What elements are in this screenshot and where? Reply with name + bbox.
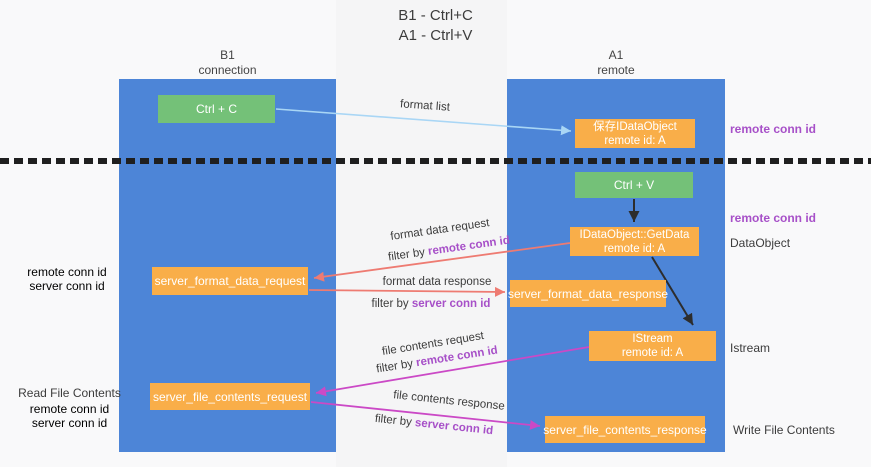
node-server-file-contents-response: server_file_contents_response bbox=[543, 416, 707, 443]
lane-right-subtitle: remote bbox=[597, 63, 635, 77]
node-istream-line1: IStream bbox=[632, 333, 673, 345]
annotation-istream: Istream bbox=[730, 341, 771, 355]
node-save-idataobject-line2: remote id: A bbox=[604, 134, 666, 147]
annotation-remote-conn-id-top-right: remote conn id bbox=[730, 122, 817, 136]
node-getdata-line1: IDataObject::GetData bbox=[579, 228, 690, 241]
node-server-file-contents-request: server_file_contents_request bbox=[150, 383, 310, 410]
node-server-format-data-request: server_format_data_request bbox=[152, 267, 308, 295]
node-ctrl-v: Ctrl + V bbox=[575, 172, 693, 198]
node-ctrl-c: Ctrl + C bbox=[158, 95, 275, 123]
node-idataobject-getdata: IDataObject::GetData remote id: A bbox=[570, 227, 699, 256]
lane-left-subtitle: connection bbox=[198, 63, 257, 77]
annotation-remote-conn-id-mid-right: remote conn id bbox=[730, 211, 817, 225]
annotation-dataobject: DataObject bbox=[730, 236, 791, 250]
node-ctrl-c-label: Ctrl + C bbox=[195, 102, 237, 116]
node-istream-line2: remote id: A bbox=[621, 347, 684, 359]
filter-prefix: filter by bbox=[371, 298, 412, 310]
label-format-data-response: format data response bbox=[382, 276, 492, 288]
diagram-title: B1 - Ctrl+C A1 - Ctrl+V bbox=[0, 6, 871, 46]
node-server-file-contents-response-label: server_file_contents_response bbox=[543, 422, 707, 437]
node-save-idataobject-line1: 保存IDataObject bbox=[593, 120, 677, 133]
dashed-separator bbox=[0, 158, 871, 164]
node-server-format-data-request-label: server_format_data_request bbox=[154, 274, 306, 288]
annotation-server-conn-id-left-bottom: server conn id bbox=[31, 416, 108, 430]
node-getdata-line2: remote id: A bbox=[603, 242, 666, 255]
node-server-file-contents-request-label: server_file_contents_request bbox=[152, 389, 308, 404]
lane-header-left: B1 connection bbox=[119, 48, 336, 78]
annotation-read-file-contents: Read File Contents bbox=[18, 386, 121, 400]
node-ctrl-v-label: Ctrl + V bbox=[613, 178, 655, 192]
node-save-idataobject: 保存IDataObject remote id: A bbox=[575, 119, 695, 148]
annotation-remote-conn-id-left-bottom: remote conn id bbox=[29, 402, 110, 416]
annotation-write-file-contents: Write File Contents bbox=[733, 423, 835, 437]
lane-left-title: B1 bbox=[220, 48, 235, 62]
title-line-1: B1 - Ctrl+C bbox=[398, 7, 473, 24]
label-format-data-response-filter: filter by server conn id bbox=[372, 298, 491, 310]
node-server-format-data-response: server_format_data_response bbox=[507, 280, 669, 307]
lane-right-title: A1 bbox=[608, 48, 624, 62]
annotation-server-conn-id-left-top: server conn id bbox=[29, 279, 105, 293]
annotation-left-conn-ids-bottom: remote conn id server conn id bbox=[12, 402, 127, 430]
title-line-2: A1 - Ctrl+V bbox=[398, 27, 473, 44]
filter-key-server-conn-id: server conn id bbox=[411, 298, 491, 310]
annotation-left-conn-ids-top: remote conn id server conn id bbox=[12, 265, 122, 293]
lane-header-right: A1 remote bbox=[507, 48, 725, 78]
annotation-remote-conn-id-left-top: remote conn id bbox=[27, 265, 107, 279]
node-istream: IStream remote id: A bbox=[589, 331, 716, 361]
node-server-format-data-response-label: server_format_data_response bbox=[507, 286, 669, 301]
